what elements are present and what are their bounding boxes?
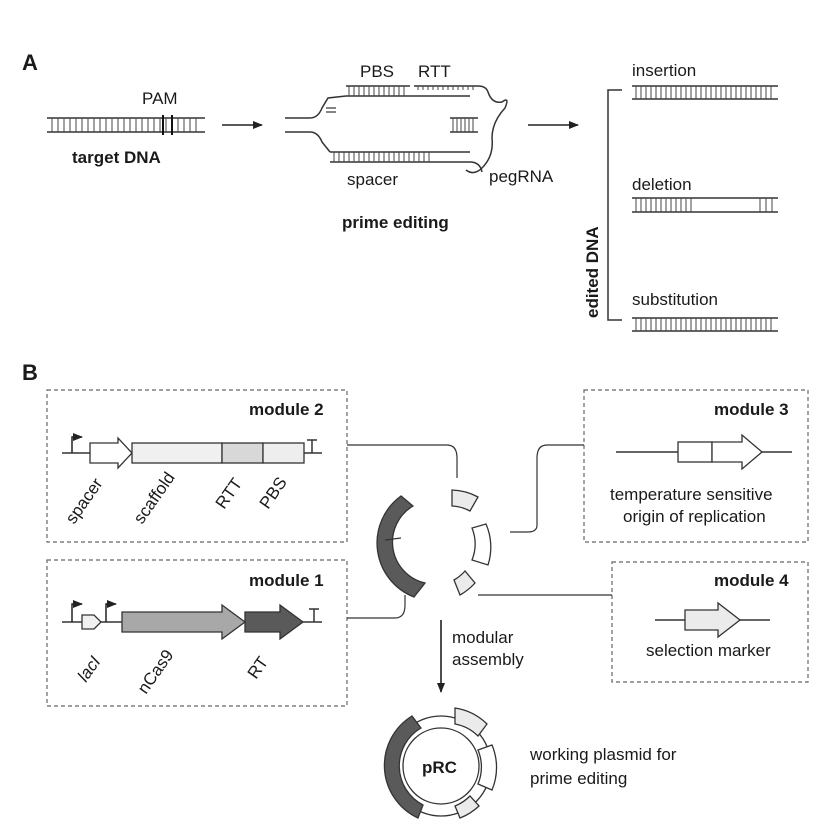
edited-dna-bracket — [607, 89, 622, 321]
target-dna-label: target DNA — [72, 148, 161, 167]
prime-editing-label: prime editing — [342, 213, 449, 232]
module-2-label-pbs: PBS — [256, 474, 291, 513]
pegrna-label: pegRNA — [489, 167, 554, 186]
spacer-label: spacer — [347, 170, 398, 189]
module-3-caption-2: origin of replication — [623, 507, 766, 526]
rtt-label: RTT — [418, 62, 451, 81]
plasmid-caption-2: prime editing — [530, 769, 627, 788]
module-4-caption: selection marker — [646, 641, 771, 660]
laci-element — [81, 614, 102, 630]
terminator-icon — [307, 439, 317, 453]
module-1-title: module 1 — [249, 571, 324, 590]
rt-element — [244, 603, 305, 641]
insertion-duplex — [632, 85, 778, 100]
module-1-label-laci: lacI — [74, 652, 105, 685]
panel-a-letter: A — [22, 50, 38, 75]
spacer-element — [89, 436, 133, 470]
scaffold-element — [131, 442, 223, 464]
insertion-label: insertion — [632, 61, 696, 80]
module-1-box: module 1 lacI nCas9 RT — [46, 559, 348, 707]
deletion-label: deletion — [632, 175, 692, 194]
module-4-box: module 4 selection marker — [611, 561, 809, 683]
ori-element — [711, 433, 764, 471]
module-4-title: module 4 — [714, 571, 789, 590]
module-2-box: module 2 spacer scaffold RTT PBS — [46, 389, 348, 543]
module-2-label-scaffold: scaffold — [130, 469, 179, 528]
ncas9-element — [121, 603, 247, 641]
prime-editing-complex — [285, 85, 508, 174]
target-dna-duplex — [47, 115, 205, 135]
module-3-title: module 3 — [714, 400, 789, 419]
assembly-label-2: assembly — [452, 650, 524, 669]
module-1-label-rt: RT — [244, 653, 272, 682]
pbs-label: PBS — [360, 62, 394, 81]
marker-element — [684, 601, 742, 639]
panel-b-letter: B — [22, 360, 38, 385]
prc-plasmid — [383, 707, 498, 819]
plasmid-caption-1: working plasmid for — [529, 745, 677, 764]
terminator-icon — [309, 608, 319, 622]
deletion-duplex — [632, 197, 778, 213]
module-2-label-spacer: spacer — [62, 474, 107, 527]
module-2-title: module 2 — [249, 400, 324, 419]
module-3-caption-1: temperature sensitive — [610, 485, 773, 504]
module-3-box: module 3 temperature sensitive origin of… — [583, 389, 809, 543]
pbs-element — [262, 442, 305, 464]
module-1-label-ncas9: nCas9 — [134, 646, 178, 697]
edited-dna-label: edited DNA — [583, 226, 602, 318]
module-2-label-rtt: RTT — [212, 475, 246, 513]
module-connectors — [347, 444, 612, 619]
substitution-label: substitution — [632, 290, 718, 309]
rtt-element — [221, 442, 264, 464]
assembly-label-1: modular — [452, 628, 514, 647]
plasmid-label: pRC — [422, 758, 457, 777]
substitution-duplex — [632, 317, 778, 332]
assembly-ring — [376, 489, 492, 598]
pam-label: PAM — [142, 89, 178, 108]
